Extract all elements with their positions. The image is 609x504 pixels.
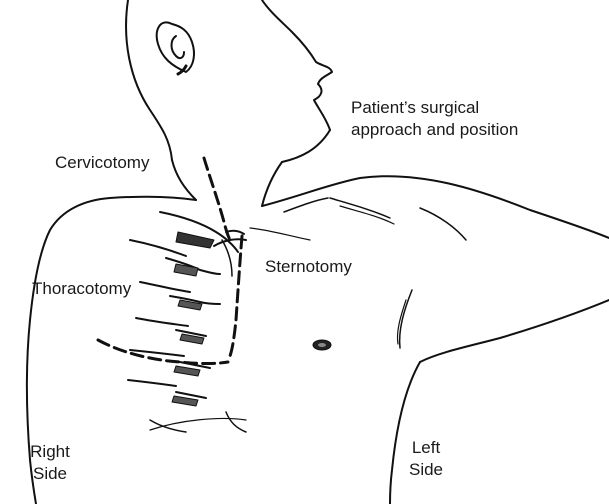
thoracotomy-label: Thoracotomy <box>32 278 131 300</box>
right-label-line1: Right <box>25 441 75 463</box>
right-label-line2: Side <box>25 463 75 485</box>
left-label-line2: Side <box>406 459 446 481</box>
sternotomy-incision <box>230 236 242 356</box>
surgical-approach-title: Patient’s surgical approach and position <box>351 97 518 141</box>
head-outline <box>126 0 332 162</box>
rib-cage <box>128 212 238 432</box>
thoracotomy-incision <box>98 340 228 364</box>
cervicotomy-label: Cervicotomy <box>55 152 149 174</box>
left-side-label: Left Side <box>406 437 446 481</box>
nipple-mark <box>313 340 331 350</box>
right-side-label: Right Side <box>25 441 75 485</box>
ear-outline <box>157 22 194 74</box>
approach-label-line1: Patient’s surgical <box>351 97 518 119</box>
left-label-line1: Left <box>406 437 446 459</box>
sternotomy-label: Sternotomy <box>265 256 352 278</box>
approach-label-line2: approach and position <box>351 119 518 141</box>
